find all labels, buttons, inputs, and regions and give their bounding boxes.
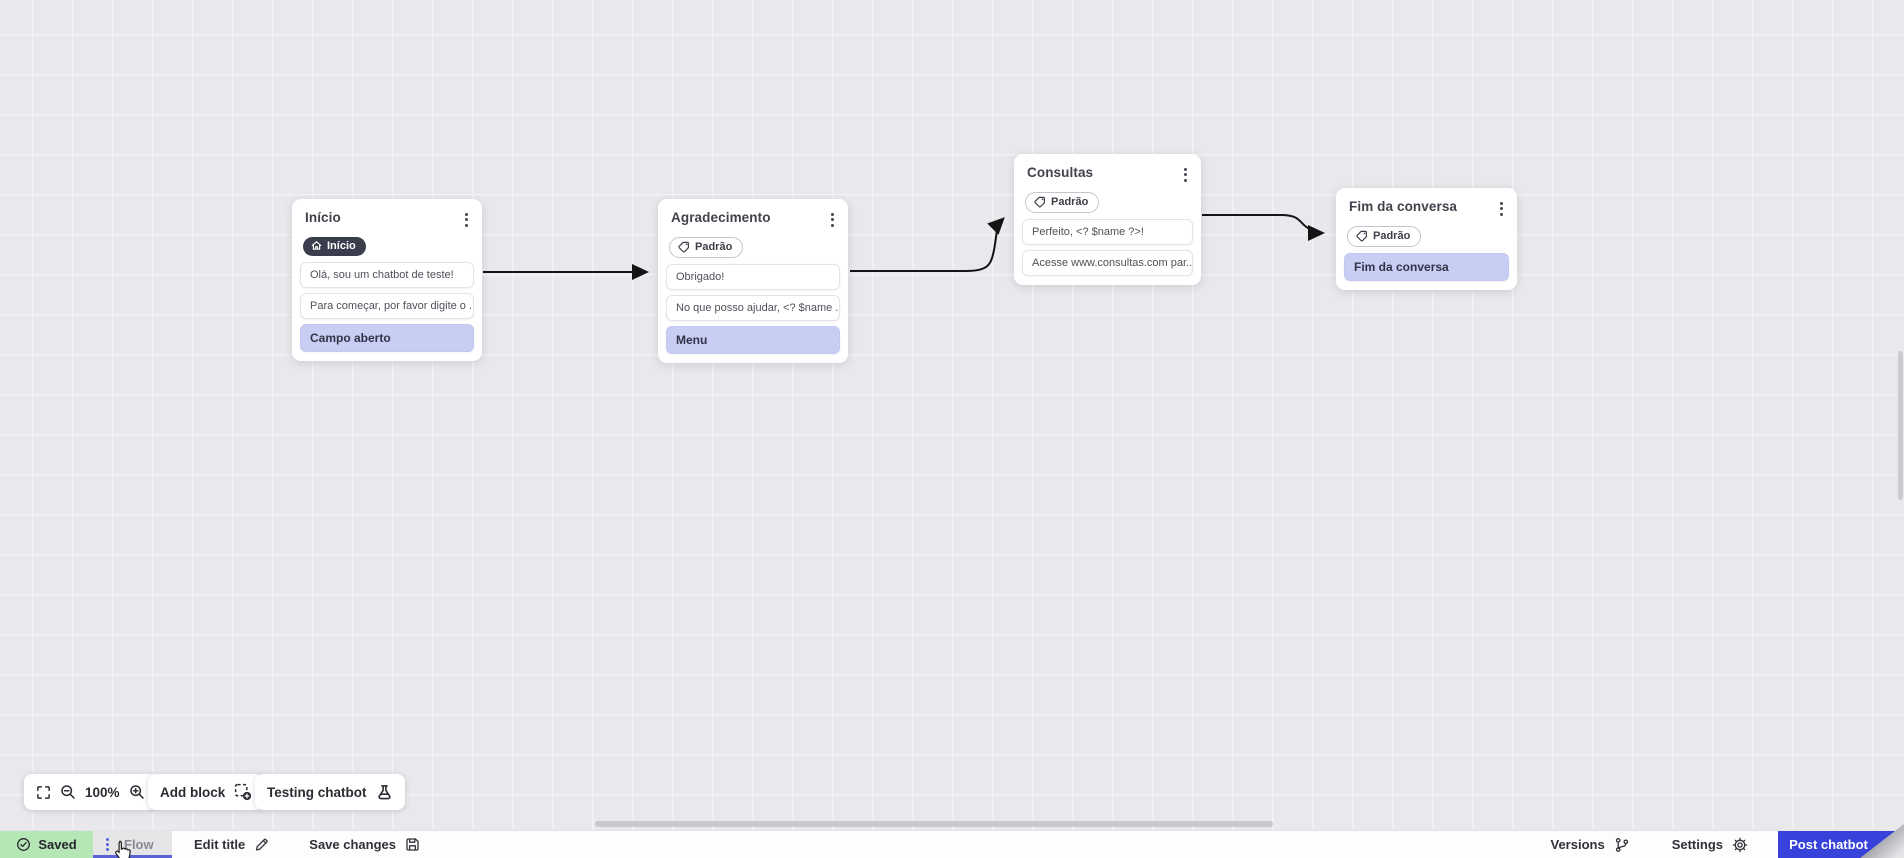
message-row[interactable]: Para começar, por favor digite o ... <box>300 293 474 320</box>
tab-flow[interactable]: Flow <box>93 831 172 858</box>
home-icon <box>311 241 322 250</box>
start-badge: Início <box>303 236 366 256</box>
add-block-button[interactable]: Add block <box>148 774 265 810</box>
versions-button[interactable]: Versions <box>1551 837 1630 853</box>
zoom-in-icon[interactable] <box>129 784 145 800</box>
node-menu-icon[interactable] <box>1496 199 1507 219</box>
statusbar-spacer <box>420 831 1551 858</box>
flow-node-agradecimento[interactable]: Agradecimento Padrão Obrigado! No que po… <box>658 199 848 363</box>
node-title: Fim da conversa <box>1349 199 1458 214</box>
connector-consultas-fim <box>1202 214 1325 241</box>
edit-title-label: Edit title <box>194 837 246 852</box>
check-circle-icon <box>17 838 31 851</box>
flow-node-fim[interactable]: Fim da conversa Padrão Fim da conversa <box>1336 188 1517 290</box>
flow-node-consultas[interactable]: Consultas Padrão Perfeito, <? $name ?>! … <box>1014 154 1201 285</box>
flask-icon <box>377 784 391 799</box>
tag-badge: Padrão <box>669 236 744 258</box>
vertical-scrollbar[interactable] <box>1898 351 1903 500</box>
flow-node-inicio[interactable]: Início Início Olá, sou um chatbot de tes… <box>292 199 482 362</box>
status-bar: Saved Flow Edit title Save changes Versi… <box>0 830 1904 858</box>
badge-label: Padrão <box>1373 229 1411 242</box>
message-row[interactable]: No que posso ajudar, <? $name ... <box>666 294 840 321</box>
flow-tab-label: Flow <box>124 837 154 852</box>
connector-agradecimento-consultas <box>850 217 1005 272</box>
node-title: Agradecimento <box>671 210 771 225</box>
tag-badge: Padrão <box>1025 191 1100 213</box>
menu-row[interactable]: Menu <box>666 325 840 354</box>
badge-label: Padrão <box>1051 195 1089 208</box>
pencil-icon <box>256 838 268 851</box>
add-block-label: Add block <box>160 784 226 800</box>
badge-label: Padrão <box>695 240 733 253</box>
branch-icon <box>1615 837 1628 852</box>
edit-title-button[interactable]: Edit title <box>194 831 269 858</box>
horizontal-scrollbar[interactable] <box>595 821 1273 827</box>
message-row[interactable]: Obrigado! <box>666 263 840 290</box>
message-row[interactable]: Acesse www.consultas.com par... <box>1022 249 1193 276</box>
versions-label: Versions <box>1550 837 1605 852</box>
message-row[interactable]: Perfeito, <? $name ?>! <box>1022 218 1193 245</box>
saved-status: Saved <box>0 831 93 858</box>
end-row[interactable]: Fim da conversa <box>1344 252 1509 281</box>
tag-icon <box>678 241 689 253</box>
node-menu-icon[interactable] <box>827 210 838 230</box>
settings-button[interactable]: Settings <box>1672 837 1748 853</box>
zoom-level: 100% <box>85 784 120 800</box>
badge-label: Início <box>327 239 356 252</box>
tab-menu-icon[interactable] <box>104 835 111 855</box>
save-changes-label: Save changes <box>309 837 396 852</box>
post-chatbot-button[interactable]: Post chatbot <box>1778 831 1904 858</box>
zoom-toolbar: 100% <box>24 774 157 810</box>
testing-chatbot-button[interactable]: Testing chatbot <box>255 774 405 810</box>
input-row[interactable]: Campo aberto <box>300 324 474 353</box>
post-chatbot-label: Post chatbot <box>1789 837 1868 852</box>
add-block-icon <box>235 783 252 801</box>
save-changes-button[interactable]: Save changes <box>309 831 420 858</box>
gear-icon <box>1732 837 1748 852</box>
tag-badge: Padrão <box>1347 225 1422 247</box>
message-row[interactable]: Olá, sou um chatbot de teste! <box>300 262 474 289</box>
testing-chatbot-label: Testing chatbot <box>267 784 367 800</box>
saved-label: Saved <box>38 837 77 852</box>
node-title: Consultas <box>1027 165 1094 180</box>
node-menu-icon[interactable] <box>461 210 472 230</box>
tag-icon <box>1034 196 1045 208</box>
connection-lines <box>483 214 1325 280</box>
node-menu-icon[interactable] <box>1180 165 1191 185</box>
fullscreen-icon[interactable] <box>36 785 51 800</box>
save-icon <box>406 838 419 851</box>
settings-label: Settings <box>1671 837 1723 852</box>
flow-canvas[interactable]: Início Início Olá, sou um chatbot de tes… <box>0 0 1904 830</box>
zoom-out-icon[interactable] <box>60 784 76 800</box>
tag-icon <box>1356 230 1367 242</box>
node-title: Início <box>305 210 341 225</box>
